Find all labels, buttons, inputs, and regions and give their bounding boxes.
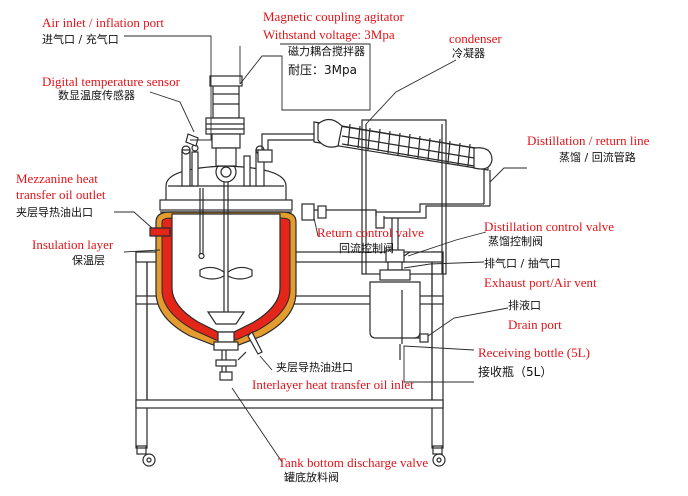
return-line — [301, 203, 490, 229]
leader-lines — [114, 35, 527, 463]
distillation-return-line-label-zh: 蒸馏 / 回流管路 — [559, 151, 636, 164]
digital-temp-sensor-label-zh: 数显温度传感器 — [58, 89, 135, 102]
receiving-bottle-label-en: Receiving bottle (5L) — [478, 345, 590, 360]
digital-temp-sensor-label-en: Digital temperature sensor — [42, 74, 180, 89]
caster-wheels — [136, 445, 446, 467]
inner-vessel — [160, 207, 292, 333]
return-valve-label-en: Return control valve — [317, 225, 424, 240]
distillation-valve-label-zh: 蒸馏控制阀 — [488, 235, 543, 248]
vapor-pipe — [257, 133, 314, 163]
receiving-bottle — [369, 269, 429, 360]
drain-label-en: Drain port — [508, 317, 562, 332]
exhaust-label-zh: 排气口 / 抽气口 — [484, 257, 561, 270]
magnetic-agitator-label-zh: 磁力耦合搅拌器 — [288, 45, 365, 58]
condenser — [313, 118, 493, 206]
jacket-oil-inlet-pipe — [247, 330, 263, 355]
exhaust-label-en: Exhaust port/Air vent — [484, 275, 597, 290]
condenser-label-en: condenser — [449, 31, 502, 46]
distillation-return-line-label-en: Distillation / return line — [527, 133, 650, 148]
insulation-label-en: Insulation layer — [32, 237, 114, 252]
tank-bottom-valve-label-zh: 罐底放料阀 — [284, 471, 339, 484]
receiving-bottle-label-zh: 接收瓶（5L） — [478, 365, 553, 379]
distillation-line — [385, 218, 411, 271]
withstand-voltage-label-zh: 耐压：3Mpa — [288, 63, 357, 77]
magnetic-agitator-label-en: Magnetic coupling agitator — [263, 9, 404, 24]
tank-bottom-valve-label-en: Tank bottom discharge valve — [278, 455, 429, 470]
interlayer-inlet-label-zh: 夹层导热油进口 — [276, 361, 353, 374]
insulation-label-zh: 保温层 — [72, 254, 105, 267]
drain-label-zh: 排液口 — [508, 299, 541, 312]
mezzanine-outlet-label-zh: 夹层导热油出口 — [16, 206, 93, 219]
temperature-probe — [198, 188, 205, 260]
withstand-voltage-label-en: Withstand voltage: 3Mpa — [263, 27, 395, 42]
agitator-impeller — [199, 182, 253, 325]
condenser-label-zh: 冷凝器 — [452, 47, 485, 60]
agitator-motor — [205, 75, 245, 167]
air-inlet-label-en: Air inlet / inflation port — [42, 15, 165, 30]
mezzanine-outlet-label-en-2: transfer oil outlet — [16, 187, 106, 202]
distillation-valve-label-en: Distillation control valve — [484, 219, 614, 234]
mezzanine-outlet-label-en-1: Mezzanine heat — [16, 171, 98, 186]
return-valve-label-zh: 回流控制阀 — [339, 242, 394, 255]
jacket-oil-outlet-pipe — [149, 227, 171, 237]
air-inlet-label-zh: 进气口 / 充气口 — [42, 33, 119, 46]
interlayer-inlet-label-en: Interlayer heat transfer oil inlet — [252, 377, 414, 392]
bottom-discharge-valve — [213, 331, 247, 381]
